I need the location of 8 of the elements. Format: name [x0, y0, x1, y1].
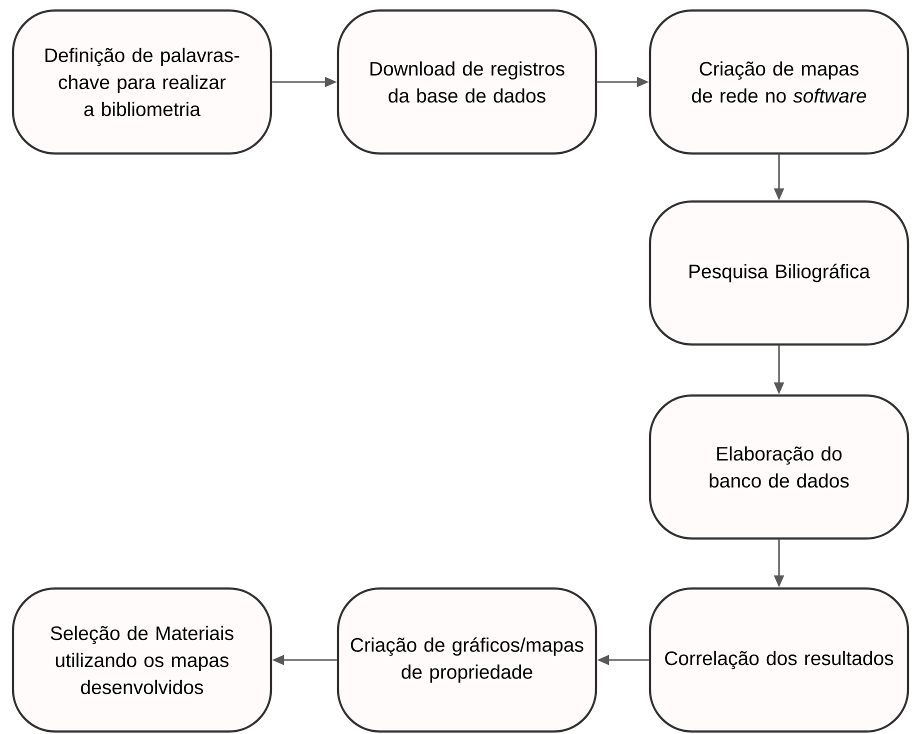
process-box: Download de registros da base de dados	[336, 9, 598, 155]
process-box: Definição de palavras-chave para realizar a bibliometria	[12, 9, 272, 155]
process-box: Elaboração do banco de dados	[648, 394, 910, 540]
process-box: Criação de mapas de rede no software	[648, 9, 910, 155]
process-box: Pesquisa Biliográfica	[648, 200, 910, 346]
process-box: Correlação dos resultados	[648, 587, 910, 733]
process-box: Seleção de Materiais utilizando os mapas desenvolvidos	[12, 587, 272, 733]
process-box: Criação de gráficos/mapas de propriedade	[336, 587, 598, 733]
